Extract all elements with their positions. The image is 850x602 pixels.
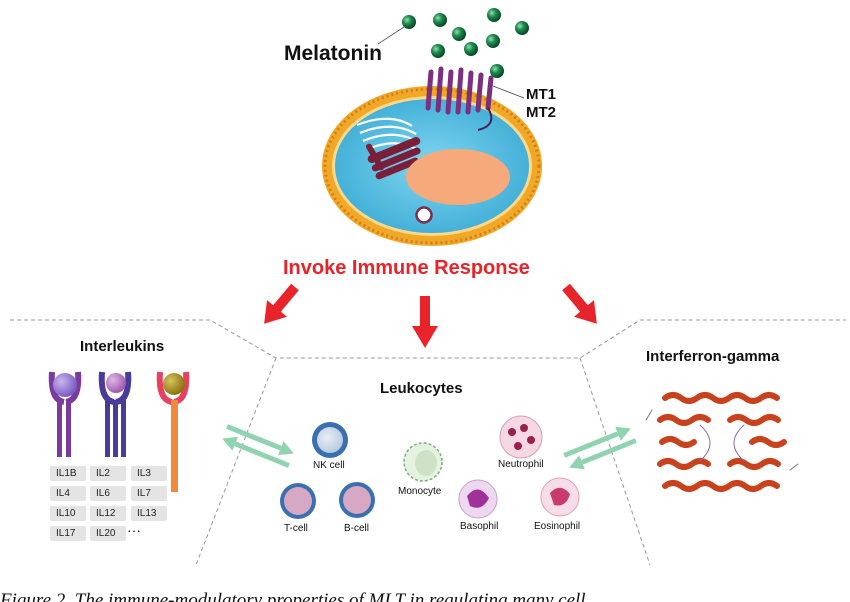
receptor-mt2-label: MT2 bbox=[526, 104, 556, 121]
il-chip: IL6 bbox=[90, 486, 126, 501]
response-label: Invoke Immune Response bbox=[283, 257, 530, 279]
interleukin-receptors bbox=[48, 371, 190, 492]
eosinophil-label: Eosinophil bbox=[534, 521, 581, 532]
response-arrows bbox=[264, 283, 597, 348]
melatonin-label: Melatonin bbox=[284, 42, 382, 65]
leukocyte-cells bbox=[280, 415, 580, 519]
il-chip: IL13 bbox=[131, 506, 167, 521]
il-chip: IL2 bbox=[90, 466, 126, 481]
il-chip: IL3 bbox=[131, 466, 167, 481]
section-dividers bbox=[10, 319, 846, 566]
figure-caption: Figure 2. The immune-modulatory properti… bbox=[0, 590, 586, 602]
il-chip: IL7 bbox=[131, 486, 167, 501]
nk-cell-label: NK cell bbox=[313, 460, 345, 471]
basophil-label: Basophil bbox=[460, 521, 499, 532]
monocyte-label: Monocyte bbox=[398, 486, 442, 497]
interferon-protein bbox=[645, 392, 799, 492]
il-more-ellipsis: ··· bbox=[127, 522, 141, 538]
exchange-arrows bbox=[222, 424, 637, 470]
il-chip: IL1B bbox=[50, 466, 86, 481]
interferon-title: Interferron-gamma bbox=[646, 348, 780, 365]
melatonin-molecules bbox=[377, 8, 529, 78]
neutrophil-label: Neutrophil bbox=[498, 459, 544, 470]
target-cell bbox=[322, 66, 542, 246]
il-chip: IL4 bbox=[50, 486, 86, 501]
il-chip: IL17 bbox=[50, 526, 86, 541]
t-cell-label: T-cell bbox=[284, 523, 308, 534]
il-chip: IL20 bbox=[90, 526, 126, 541]
leukocytes-title: Leukocytes bbox=[380, 380, 463, 397]
b-cell-label: B-cell bbox=[344, 523, 370, 534]
il-chip: IL12 bbox=[90, 506, 126, 521]
interleukins-title: Interleukins bbox=[80, 338, 165, 355]
il-chip: IL10 bbox=[50, 506, 86, 521]
receptor-mt1-label: MT1 bbox=[526, 86, 556, 103]
